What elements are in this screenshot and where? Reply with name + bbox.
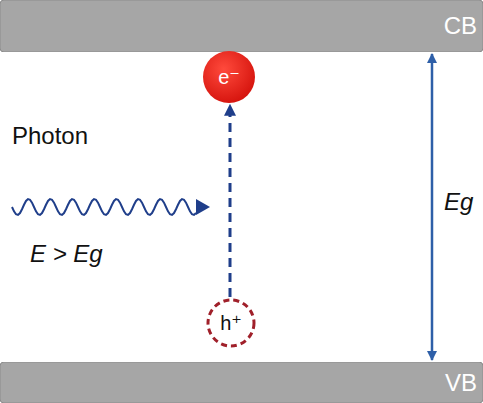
conduction-band-shape: [0, 0, 483, 52]
hole-circle: h⁺: [206, 298, 256, 348]
excitation-arrow: [229, 105, 232, 297]
energy-condition: E > Eg: [30, 240, 103, 268]
band-fill: [0, 0, 483, 52]
conduction-band: CB: [0, 0, 483, 52]
photon-arrowhead: [196, 199, 210, 215]
photon-wave: [12, 199, 196, 215]
node-label: e⁻: [218, 65, 240, 89]
hole-outline: [208, 300, 254, 346]
band-fill: [0, 362, 483, 403]
electron-circle: e⁻: [202, 50, 256, 104]
valence-band-shape: [0, 362, 483, 403]
electron-fill: [203, 51, 255, 103]
valence-band: VB: [0, 362, 483, 403]
node-label: h⁺: [220, 311, 242, 335]
band-gap-label: Eg: [444, 188, 473, 216]
node-label: VB: [445, 369, 477, 397]
band-gap-arrow: [431, 54, 434, 360]
node-label: CB: [444, 12, 477, 40]
photon-label: Photon: [12, 122, 88, 150]
